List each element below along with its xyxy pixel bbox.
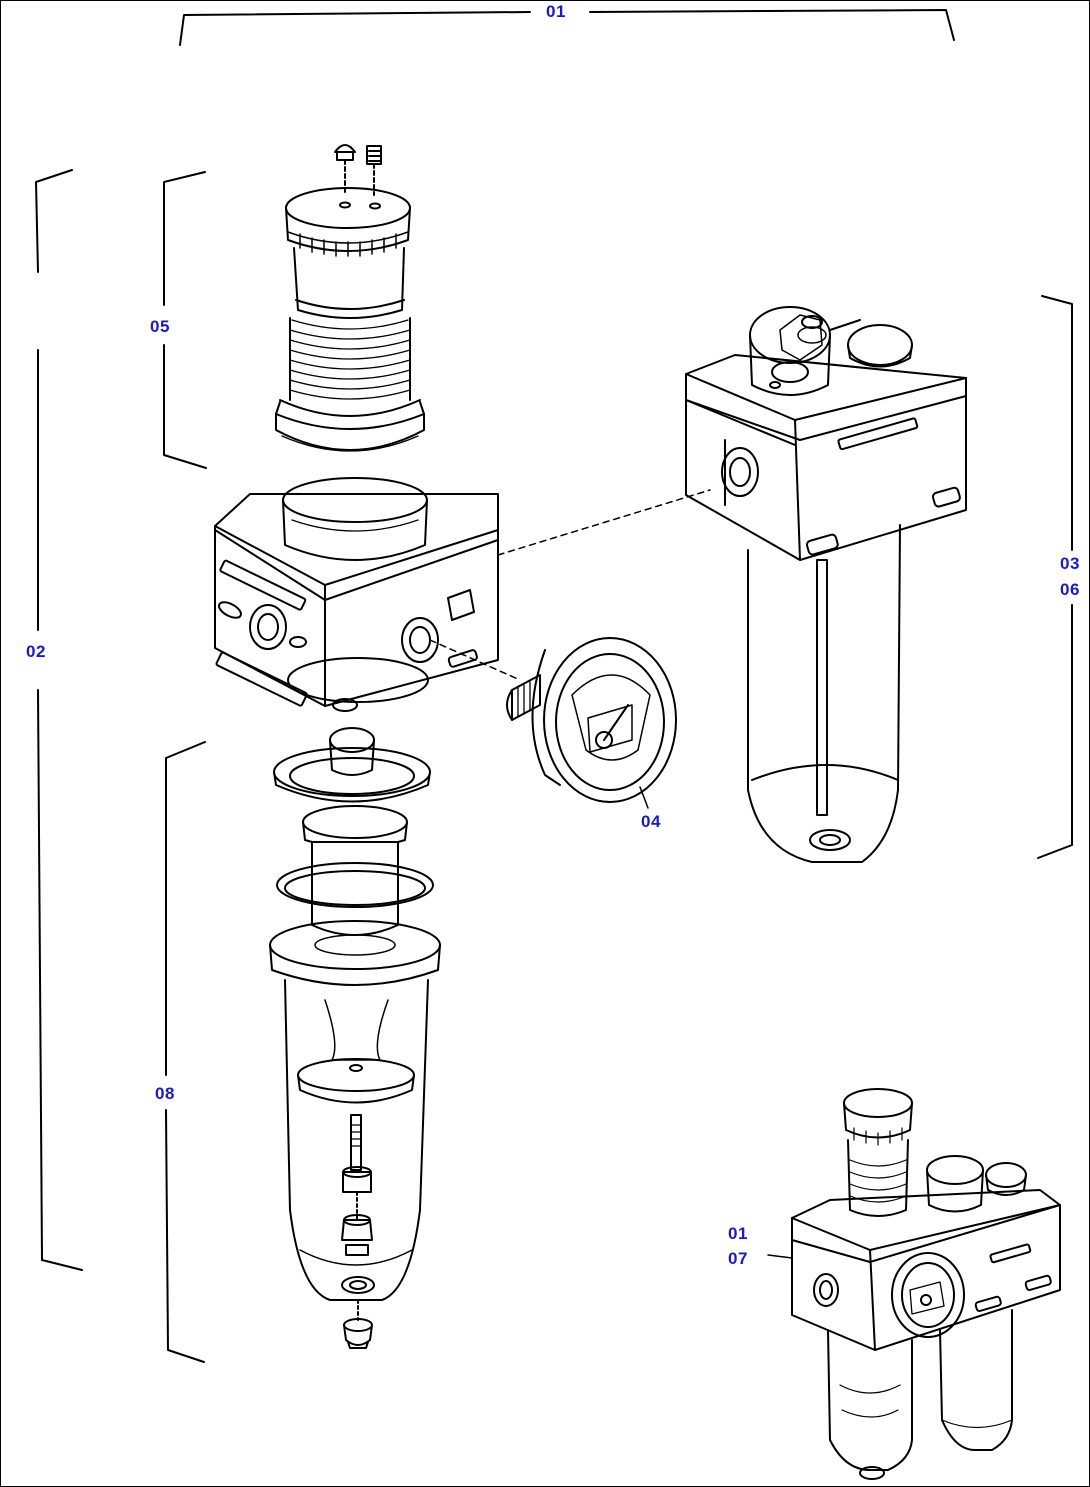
filter-seal-upper <box>273 727 431 803</box>
callout-08: 08 <box>155 1084 175 1103</box>
callout-04: 04 <box>641 812 661 831</box>
lubricator <box>685 306 967 863</box>
alignment-lines <box>429 489 711 681</box>
callout-06: 06 <box>1060 580 1080 599</box>
bracket-08 <box>165 741 206 1363</box>
callout-01-assembly: 01 <box>546 2 566 21</box>
bracket-03-06 <box>1037 295 1073 859</box>
filter-bowl <box>269 920 441 1349</box>
callout-03: 03 <box>1060 554 1080 573</box>
bracket-01-top <box>179 9 955 46</box>
pressure-gauge <box>506 637 677 809</box>
callout-05: 05 <box>150 317 170 336</box>
filter-element <box>276 805 434 936</box>
regulator-bonnet <box>275 187 425 452</box>
bracket-02 <box>35 169 83 1271</box>
callout-01-inset: 01 <box>728 1224 748 1243</box>
frl-inset-assembly <box>767 1088 1061 1480</box>
regulator-body <box>214 477 499 712</box>
callout-02: 02 <box>26 642 46 661</box>
bracket-05 <box>163 171 207 469</box>
callout-07: 07 <box>728 1249 748 1268</box>
